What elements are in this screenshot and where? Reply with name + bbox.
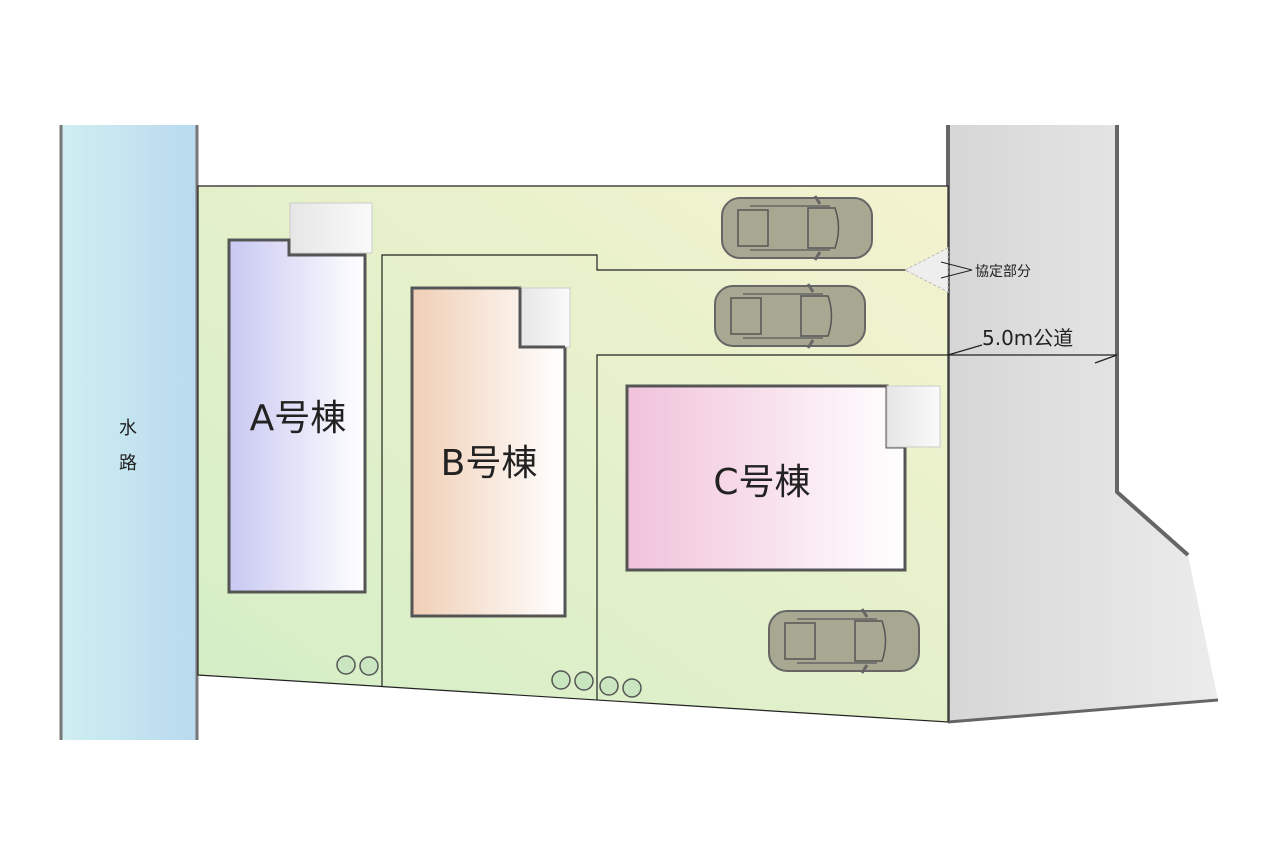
shrub-icon (336, 655, 356, 675)
shrub-icon (599, 676, 619, 696)
shrub-icon (574, 671, 594, 691)
car-icon (720, 194, 874, 262)
building-c: C号棟 (625, 384, 941, 572)
lot-boundaries (381, 254, 1118, 700)
road-label: 5.0m公道 (982, 326, 1073, 350)
waterway: 水 路 (59, 125, 199, 740)
agreement-label: 協定部分 (975, 264, 1031, 280)
shrub-icon (622, 678, 642, 698)
waterway-label-1: 水 (119, 418, 137, 439)
public-road (946, 125, 1219, 724)
shrub-icon (551, 670, 571, 690)
building-a: A号棟 (227, 202, 373, 594)
car-icon (767, 607, 921, 675)
building-a-label: A号棟 (250, 398, 347, 439)
shrubs (336, 655, 642, 698)
building-c-label: C号棟 (713, 462, 810, 503)
shrub-icon (359, 656, 379, 676)
car-icon (713, 282, 867, 350)
building-b-label: B号棟 (441, 443, 538, 484)
waterway-label-2: 路 (119, 453, 137, 474)
building-b: B号棟 (410, 286, 571, 618)
agreement-area: 協定部分 (903, 247, 1031, 293)
